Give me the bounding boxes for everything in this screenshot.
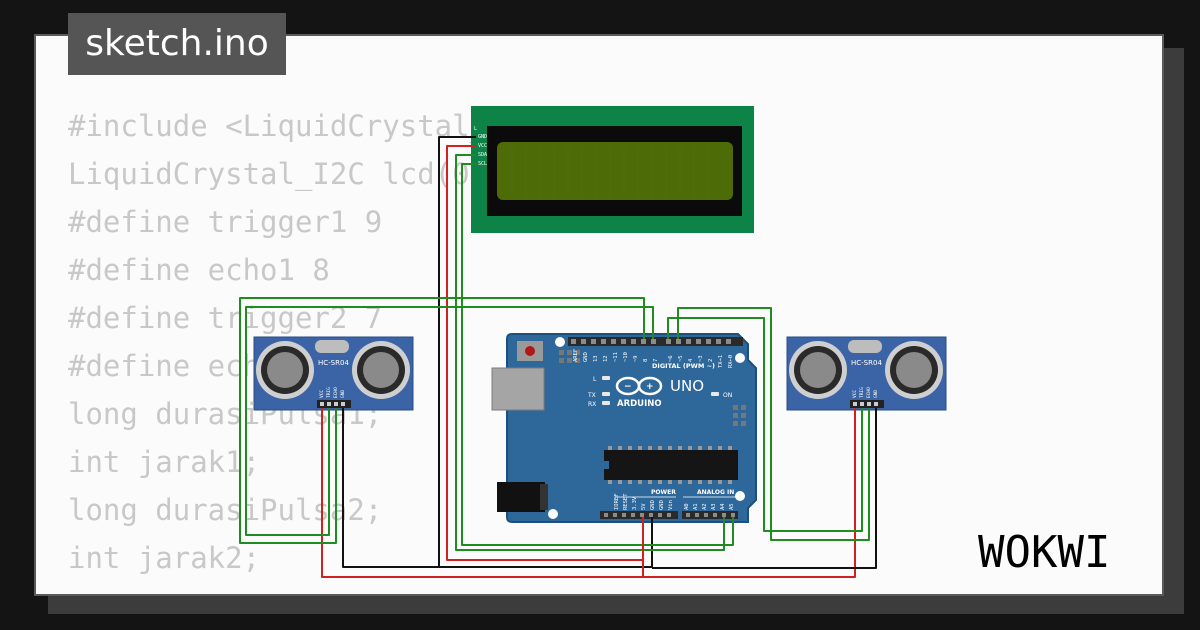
pin-label: A4 — [720, 503, 726, 510]
power-header — [600, 511, 678, 519]
lcd-display[interactable]: L GND VCC SDA SCL — [471, 106, 754, 233]
model-label: UNO — [670, 377, 704, 395]
infinity-logo-icon — [615, 376, 663, 396]
pin-label: GND — [659, 500, 665, 510]
pin-label: 12 — [603, 355, 609, 362]
pin-label: 13 — [593, 355, 599, 362]
pin-label: 5V — [641, 503, 647, 510]
pin-label: ~10 — [623, 352, 629, 362]
reset-button-cap — [525, 346, 535, 356]
svg-text:+: + — [646, 382, 654, 392]
lcd-pin-label-l: L — [474, 126, 477, 132]
pin-label: 2 — [708, 359, 714, 362]
led-label: ON — [723, 392, 732, 399]
pin-label: GND — [340, 390, 346, 398]
icsp-header — [733, 405, 746, 426]
mounting-hole — [735, 491, 745, 501]
wire-s1-gnd — [342, 408, 439, 568]
pin-label: A5 — [729, 503, 735, 510]
svg-text:−: − — [624, 382, 632, 392]
pin-label: 3.3V — [632, 496, 638, 510]
pin-label: GND — [650, 500, 656, 510]
wire-s2-gnd — [652, 408, 877, 569]
led-rx — [602, 401, 610, 405]
analog-label: ANALOG IN — [697, 489, 734, 496]
ultrasonic-sensor-2[interactable]: HC-SR04 VCC TRIG ECHO GND — [786, 336, 947, 411]
pin-label: IOREF — [614, 493, 620, 510]
wire-s2-vcc — [643, 408, 856, 578]
wire-lcd-sda — [455, 154, 725, 551]
pin-label: 8 — [643, 359, 649, 362]
wire-s2-echo — [677, 307, 870, 541]
led-label: TX — [587, 392, 596, 399]
lcd-pin-label: SCL — [478, 161, 487, 167]
pin-label: RX←0 — [728, 355, 734, 368]
brand-label: ARDUINO — [617, 399, 662, 409]
pin-label: A3 — [711, 503, 717, 510]
lcd-pin-label: GND — [478, 134, 487, 140]
pin-label: 7 — [653, 359, 659, 362]
crystal-oscillator — [848, 340, 882, 353]
power-label: POWER — [651, 489, 676, 496]
code-line: long durasiPulsa2; — [68, 493, 383, 527]
sensor-model-label: HC-SR04 — [851, 359, 882, 367]
led-l — [602, 376, 610, 380]
usb-port — [491, 367, 545, 411]
mounting-hole — [555, 337, 565, 347]
wire-s2-trig — [667, 317, 863, 532]
analog-header — [682, 511, 738, 519]
pin-label: RESET — [623, 493, 629, 510]
code-line: #define echo1 8 — [68, 253, 330, 287]
code-line: int jarak2; — [68, 541, 261, 575]
wire-s1-vcc — [321, 408, 644, 578]
sensor-model-label: HC-SR04 — [318, 359, 349, 367]
led-on — [711, 392, 719, 396]
pin-label: TX→1 — [718, 355, 724, 368]
led-label: L — [593, 376, 597, 383]
icsp-header — [559, 350, 580, 363]
pin-label: VCC — [319, 390, 325, 398]
pin-label: ~5 — [678, 355, 684, 362]
pin-label: TRIG — [326, 387, 332, 398]
wires — [239, 136, 877, 578]
power-jack — [497, 482, 545, 512]
wire-s1-trig — [245, 306, 654, 536]
pin-label: GND — [873, 390, 879, 398]
pin-label: AREF — [573, 349, 579, 362]
led-tx — [602, 392, 610, 396]
pin-label: ~9 — [633, 355, 639, 362]
pin-label: A2 — [702, 503, 708, 510]
mounting-hole — [735, 353, 745, 363]
pin-label: GND — [583, 352, 589, 362]
wire-s1-echo — [239, 297, 645, 544]
pin-label: ~3 — [698, 355, 704, 362]
wokwi-logo: WOKWI — [978, 527, 1110, 578]
led-label: RX — [588, 401, 596, 408]
arduino-uno-board[interactable]: AREF GND 13 12 ~11 ~10 ~9 8 7 ~6 ~5 4 ~3… — [491, 333, 757, 523]
pin-label: TRIG — [859, 387, 865, 398]
pin-label: ECHO — [333, 387, 339, 398]
pin-label: A0 — [684, 503, 690, 510]
pin-label: ~6 — [668, 355, 674, 362]
pin-label: ECHO — [866, 387, 872, 398]
lcd-pin-label: SDA — [478, 152, 487, 158]
mounting-hole — [548, 509, 558, 519]
crystal-oscillator — [315, 340, 349, 353]
pin-label: ~11 — [613, 352, 619, 362]
lcd-pin-label: VCC — [478, 143, 487, 149]
lcd-screen — [497, 142, 733, 200]
pin-label: 4 — [688, 358, 694, 362]
file-tab[interactable]: sketch.ino — [68, 13, 286, 75]
digital-label: DIGITAL (PWM ~) — [652, 362, 715, 370]
code-line: #define trigger1 9 — [68, 205, 383, 239]
atmega-chip — [604, 450, 738, 480]
pin-label: A1 — [693, 503, 699, 510]
wire-lcd-scl — [461, 163, 734, 546]
ultrasonic-sensor-1[interactable]: HC-SR04 VCC TRIG ECHO GND — [253, 336, 414, 411]
pin-label: Vin — [668, 500, 674, 510]
pin-label: VCC — [852, 390, 858, 398]
